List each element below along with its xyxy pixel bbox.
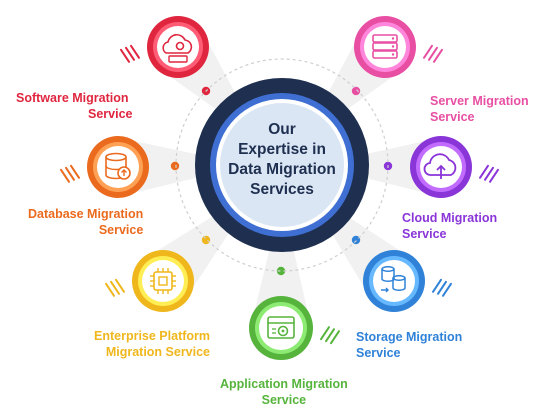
decor-stripe [105,282,115,297]
decor-stripe [489,168,499,183]
label-line: Service [402,227,447,241]
app-window-gear-icon [267,316,295,339]
decor-stripe [479,164,489,179]
database-upload-icon [105,152,131,180]
connector-dot [351,86,361,96]
decor-stripe [442,282,452,297]
label-line: Migration Service [105,345,211,359]
decor-stripe [423,44,433,59]
decor-stripe [130,44,140,59]
decor-stripe [330,330,340,345]
storage-transfer-icon [381,266,406,293]
decor-stripe [65,166,75,181]
label-line: Service [356,346,401,360]
hub-inner-disc [220,103,344,227]
node-inner-disc [259,306,303,350]
label-database-migration: Database Migration Service [28,206,143,238]
label-line: Enterprise Platform [94,329,211,343]
center-title: Our Expertise in Data Migration Services [222,120,342,200]
node-inner-disc [373,260,415,302]
decor-stripe [60,168,70,183]
server-rack-icon [372,34,398,59]
server-unit [372,42,398,51]
decor-stripe [484,166,494,181]
service-nodes [60,16,499,360]
decor-stripe [120,48,130,63]
decor-stripe [432,278,442,293]
label-line: Service [261,393,307,407]
node-shadow-wedge [117,137,250,197]
node-shadow-wedge [250,197,312,329]
label-cloud-migration: Cloud Migration Service [402,210,497,242]
label-line: Cloud Migration [402,211,498,225]
label-line: Software Migration [16,91,129,105]
connector-dot [201,235,211,245]
cloud-shape [162,34,193,54]
label-line: Database Migration [28,207,144,221]
decor-stripe [325,328,335,343]
service-node-1 [354,16,443,78]
gear-hub [281,329,285,333]
decor-stripe [70,164,80,179]
gear-shape [175,41,185,51]
decor-stripe [115,278,125,293]
window-frame [267,316,295,339]
label-software-migration: Software Migration Service [16,90,132,122]
upload-arrow [436,164,446,179]
cloud-gear-icon [162,34,193,63]
disk-body [392,278,406,291]
decor-stripe [110,280,120,295]
service-node-6 [249,296,340,360]
service-node-5 [363,250,452,312]
decor-stripe [125,46,135,61]
label-line: Application Migration [220,377,348,391]
node-inner-disc [364,26,406,68]
chip-core [158,276,168,286]
server-unit [372,50,398,59]
label-storage-migration: Storage Migration Service [356,329,462,361]
chip-platform-icon [150,268,176,294]
base-shape [168,55,188,63]
server-unit [372,34,398,43]
label-line: Server Migration [430,94,529,108]
cloud-upload-icon [423,153,457,179]
transfer-arrow [381,287,389,293]
label-line: Service [430,110,475,124]
connector-dot [276,266,286,276]
server-led [391,53,395,56]
decor-stripe [433,48,443,63]
label-line: Storage Migration [356,330,463,344]
label-application-migration: Application Migration Service [220,376,348,408]
center-title-line: Expertise in [238,141,326,158]
service-node-2 [60,136,149,198]
decor-stripe [437,280,447,295]
server-led [391,37,395,40]
label-line: Service [88,107,133,121]
label-enterprise-platform-migration: Enterprise Platform Migration Service [94,328,210,360]
cloud-shape [423,153,457,176]
node-inner-disc [142,260,184,302]
label-line: Service [98,223,144,237]
decor-stripe [428,46,438,61]
service-node-3 [410,136,499,198]
hub-dashed-orbit [175,58,389,272]
node-inner-disc [157,26,199,68]
connector-dot [170,161,180,171]
center-title-line: Our [268,121,296,138]
service-node-0 [120,16,209,78]
center-hub [175,58,389,272]
center-title-line: Data Migration [228,161,336,178]
label-server-migration: Server Migration Service [430,93,529,125]
node-inner-disc [97,146,139,188]
decor-stripe [320,326,330,341]
node-shadow-wedge [313,137,442,197]
service-node-4 [105,250,194,312]
upload-arrow [121,169,127,176]
center-title-line: Services [250,181,314,198]
server-led [391,45,395,48]
gear-shape [277,325,289,337]
